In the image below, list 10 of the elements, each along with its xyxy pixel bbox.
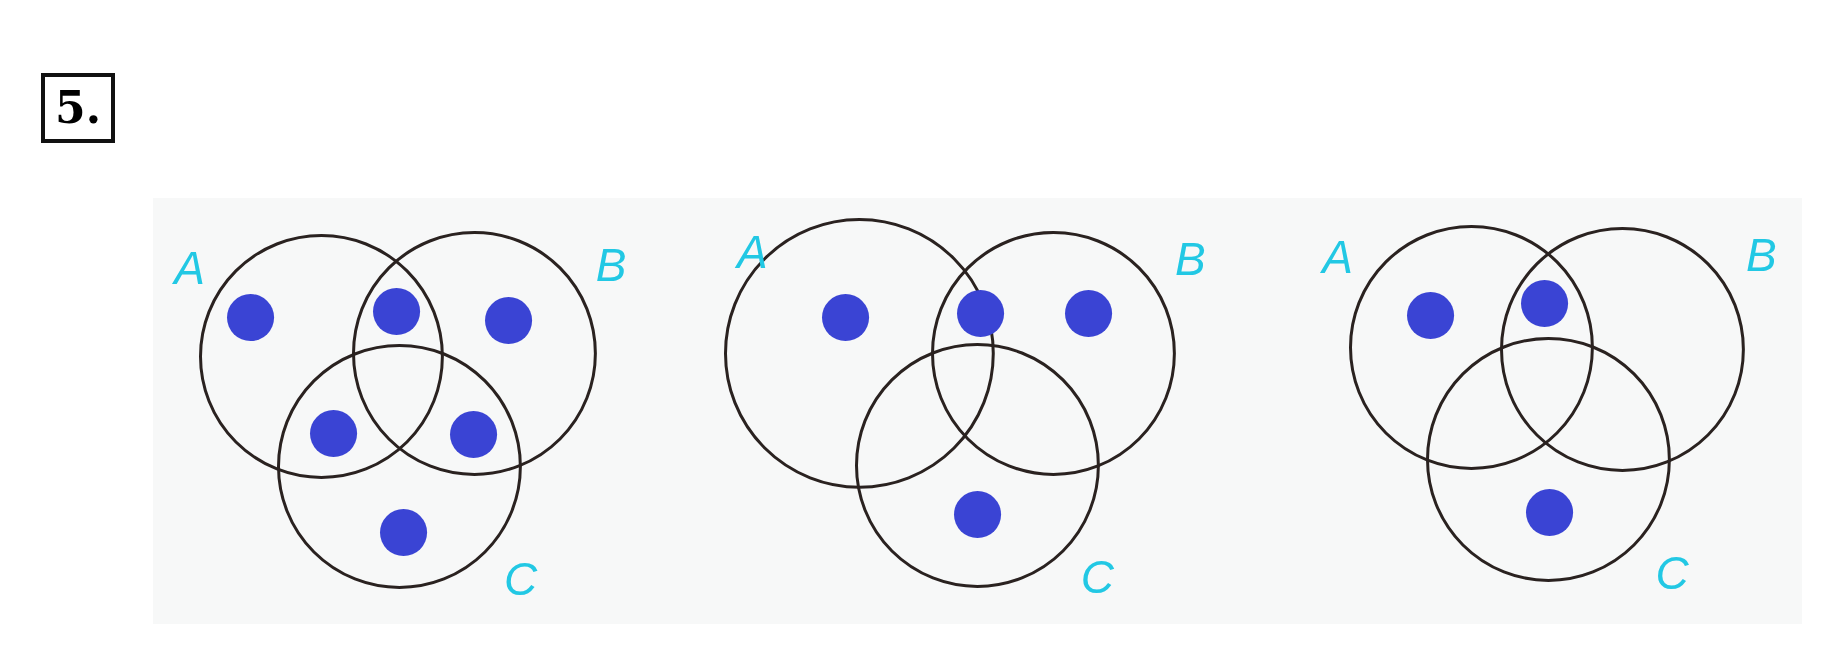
task-number: 5.	[41, 73, 115, 143]
set-label: A	[174, 245, 206, 292]
set-label: A	[1322, 233, 1353, 280]
set-label: C	[504, 556, 538, 603]
set-label: B	[1175, 236, 1206, 282]
set-label: C	[1655, 550, 1689, 597]
set-label: B	[595, 241, 627, 288]
set-label: A	[737, 228, 768, 275]
set-label: C	[1080, 553, 1115, 600]
set-label: B	[1746, 232, 1777, 279]
